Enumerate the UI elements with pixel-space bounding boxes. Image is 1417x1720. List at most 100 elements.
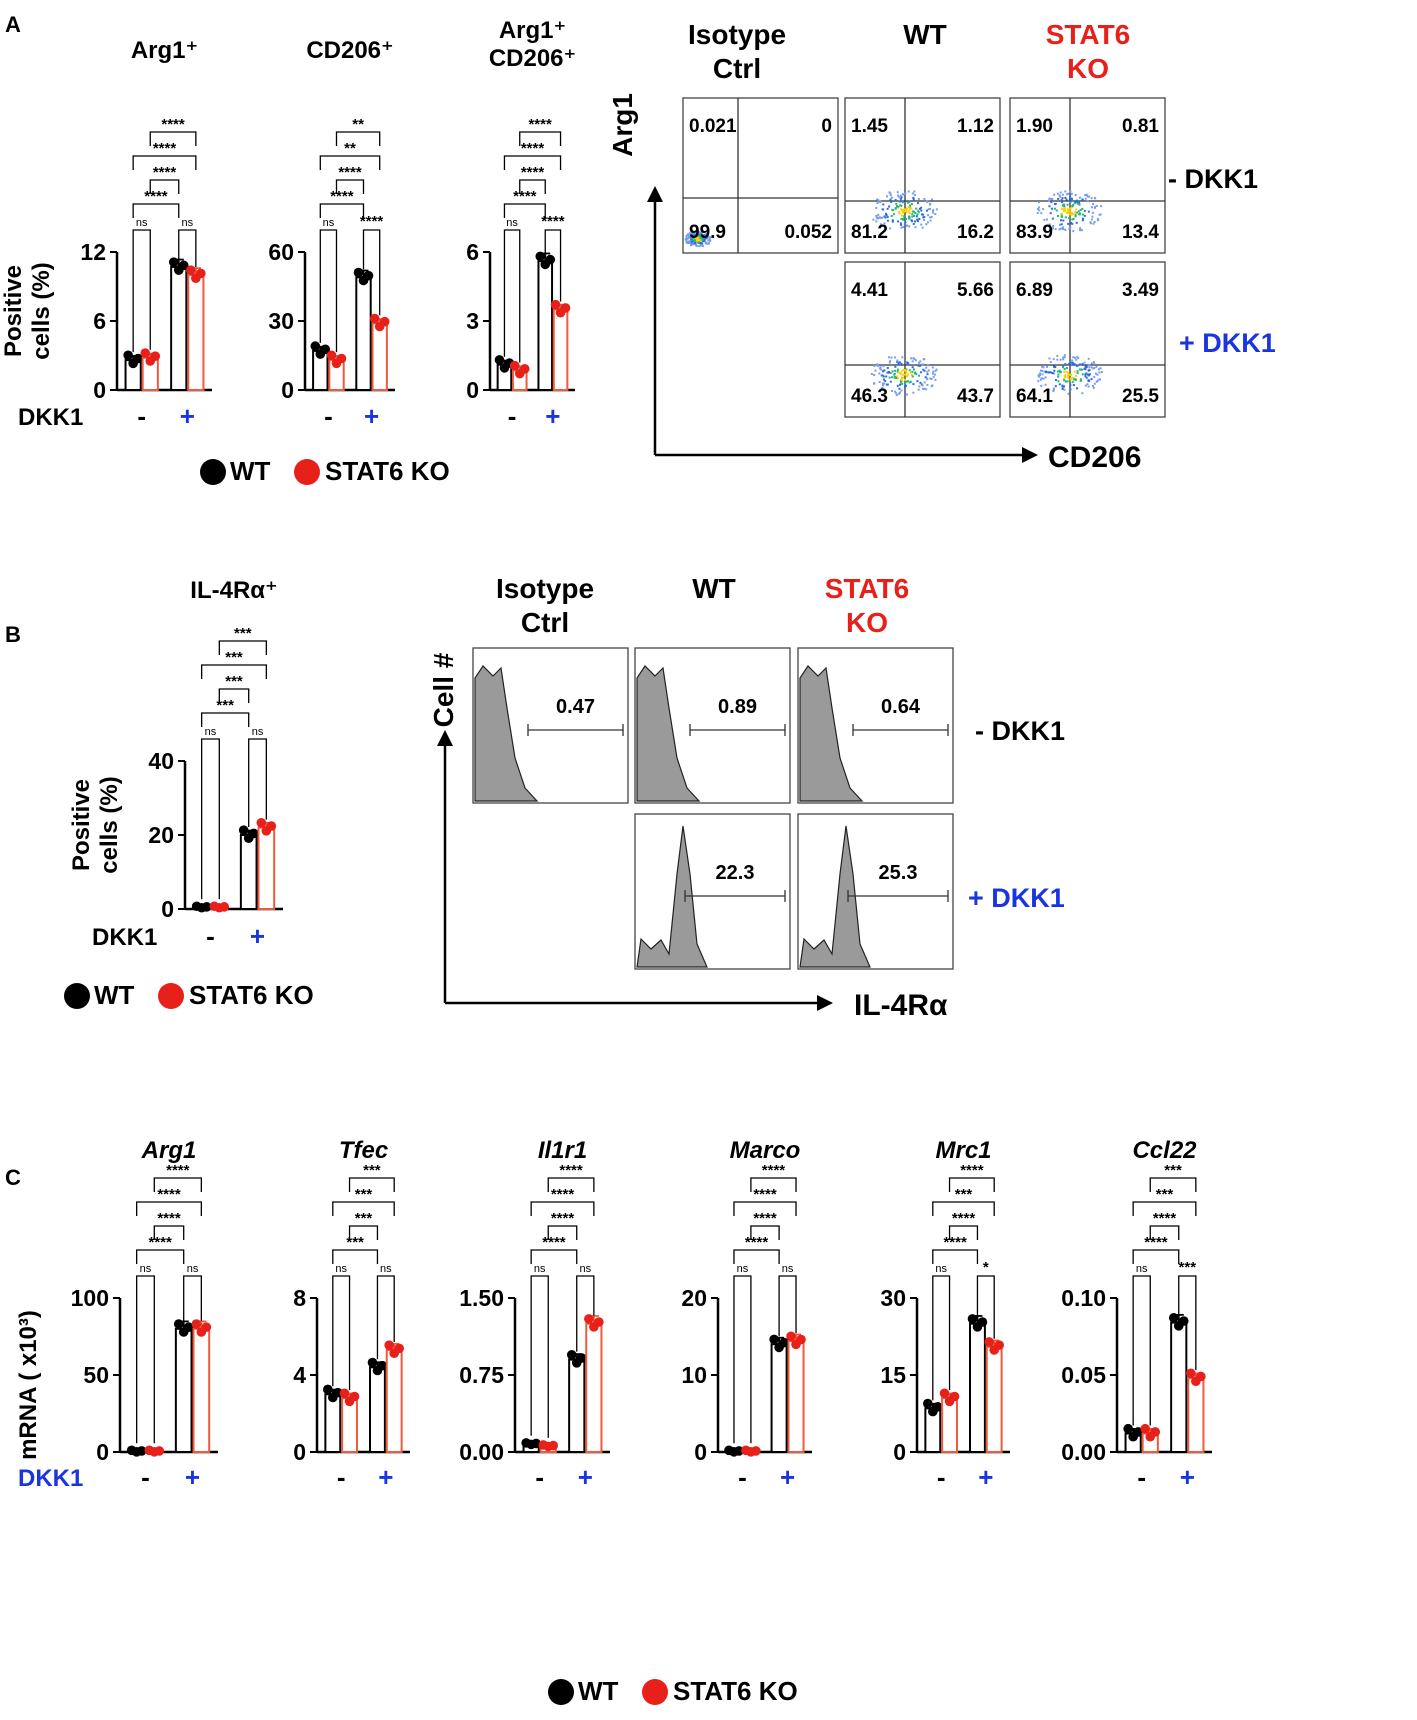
event-dot	[1091, 211, 1094, 214]
event-dot	[1077, 210, 1080, 213]
event-dot	[926, 221, 929, 224]
event-dot	[1038, 201, 1041, 204]
event-dot	[691, 234, 694, 237]
event-dot	[910, 374, 913, 377]
event-dot	[912, 391, 915, 394]
event-dot	[1088, 364, 1091, 367]
event-dot	[902, 218, 905, 221]
event-dot	[916, 220, 919, 223]
event-dot	[1041, 373, 1044, 376]
event-dot	[911, 213, 914, 216]
event-dot	[911, 215, 914, 218]
event-dot	[1087, 379, 1090, 382]
sig-label: ns	[534, 1263, 546, 1275]
event-dot	[912, 198, 915, 201]
sig-label: ***	[1156, 1186, 1174, 1203]
event-dot	[900, 204, 903, 207]
sig-bracket	[136, 1201, 202, 1216]
event-dot	[915, 207, 918, 210]
event-dot	[1100, 205, 1103, 208]
data-point	[550, 299, 561, 310]
event-dot	[1039, 372, 1042, 375]
sig-bracket	[201, 712, 250, 727]
event-dot	[692, 236, 695, 239]
event-dot	[876, 198, 879, 201]
data-point	[133, 353, 143, 364]
event-dot	[1080, 368, 1083, 371]
data-point	[1178, 1316, 1189, 1326]
event-dot	[1044, 376, 1047, 379]
data-point	[394, 1343, 404, 1354]
event-dot	[1080, 228, 1083, 231]
event-dot	[1069, 374, 1072, 377]
y-axis-label-line-1: Positive	[68, 779, 95, 871]
event-dot	[895, 392, 898, 395]
legend-ko-marker	[294, 459, 320, 485]
event-dot	[1065, 366, 1068, 369]
dkk-minus: -	[535, 1462, 544, 1492]
event-dot	[697, 241, 700, 244]
event-dot	[926, 370, 929, 373]
flow-a-column-label-line-1: Isotype	[688, 19, 786, 50]
event-dot	[920, 371, 923, 374]
event-dot	[689, 241, 692, 244]
sig-label: ***	[1164, 1162, 1182, 1179]
event-dot	[1096, 373, 1099, 376]
data-point	[594, 1317, 604, 1327]
event-dot	[1059, 358, 1062, 361]
histogram-fill	[636, 825, 708, 968]
event-dot	[688, 236, 691, 239]
event-dot	[1063, 210, 1066, 213]
event-dot	[685, 241, 688, 244]
event-dot	[911, 192, 914, 195]
sig-bracket	[319, 203, 365, 218]
event-dot	[918, 385, 921, 388]
event-dot	[931, 372, 934, 375]
event-dot	[893, 375, 896, 378]
event-dot	[690, 244, 693, 247]
event-dot	[894, 207, 897, 210]
sig-label: ns	[323, 217, 335, 229]
event-dot	[1090, 366, 1093, 369]
event-dot	[906, 207, 909, 210]
flow-b-x-axis-label: IL-4Rα	[854, 989, 948, 1022]
event-dot	[1037, 374, 1040, 377]
sig-label: ****	[166, 1162, 190, 1179]
quadrant-ul: 6.89	[1016, 280, 1053, 301]
sig-bracket	[932, 1249, 979, 1264]
data-point	[1168, 1313, 1179, 1323]
event-dot	[884, 212, 887, 215]
event-dot	[918, 207, 921, 210]
event-dot	[885, 383, 888, 386]
sig-label: ***	[346, 1234, 364, 1251]
event-dot	[902, 368, 905, 371]
event-dot	[922, 216, 925, 219]
y-tick-label: 0.05	[1061, 1362, 1106, 1388]
event-dot	[685, 234, 688, 237]
event-dot	[1093, 220, 1096, 223]
event-dot	[1092, 367, 1095, 370]
event-dot	[1079, 212, 1082, 215]
data-point	[576, 1353, 587, 1363]
flow-a-column-label-line-1: STAT6	[1046, 19, 1131, 50]
sig-bracket	[733, 1275, 752, 1444]
event-dot	[1075, 364, 1078, 367]
event-dot	[1076, 370, 1079, 373]
event-dot	[1056, 358, 1059, 361]
event-dot	[910, 371, 913, 374]
dot-plot-frame	[844, 261, 1001, 418]
quadrant-ll: 64.1	[1016, 386, 1053, 407]
data-point	[310, 341, 321, 351]
chart-title: Il1r1	[538, 1137, 587, 1164]
event-dot	[692, 243, 695, 246]
data-point	[369, 313, 380, 324]
histogram: 0.89	[634, 647, 791, 804]
event-dot	[880, 368, 883, 371]
event-dot	[882, 365, 885, 368]
event-dot	[1039, 373, 1042, 376]
legend-wt-label: WT	[94, 980, 135, 1010]
y-tick-label: 30	[268, 308, 294, 334]
y-tick-label: 0	[93, 377, 106, 403]
y-tick-label: 0	[466, 377, 479, 403]
